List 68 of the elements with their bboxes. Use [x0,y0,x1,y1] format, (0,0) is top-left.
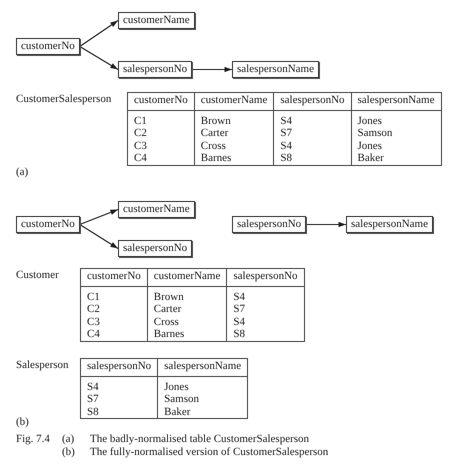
table-name: CustomerSalesperson [16,93,112,106]
table-cell: S4 [274,140,352,152]
attribute-box: customerNo [16,38,80,55]
table-cell: S8 [274,152,352,165]
table-cell: Carter [194,127,274,140]
attribute-box: salespersonNo [118,240,192,257]
table-cell: Brown [194,110,274,127]
table-cell: S4 [274,110,352,127]
panel-label: (a) [16,166,28,179]
caption-text: The fully-normalised version of CustomerSalesperson [90,446,328,459]
table-cell: S4 [226,286,304,303]
table-cell: Barnes [194,152,274,165]
arrow [79,224,118,249]
table-cell: Barnes [147,328,227,341]
column-header: customerName [194,92,274,110]
arrow [306,222,346,228]
table-name: Salesperson [16,359,69,372]
caption-text: The badly-normalised table CustomerSalesperson [90,433,310,446]
panel-label: (a) [62,433,74,446]
table-cell: S7 [80,393,158,406]
attribute-box: salespersonName [346,216,433,233]
attribute-box: salespersonNo [118,61,192,78]
column-header: salespersonName [158,358,248,376]
table-cell: C2 [80,303,148,316]
table-cell: S7 [274,127,352,140]
table-cell: C4 [80,328,148,341]
column-header: salespersonNo [80,358,158,376]
attribute-box: salespersonNo [232,216,306,233]
table-cell: Baker [158,406,248,418]
table-cell: C3 [80,316,148,328]
arrow [192,66,232,72]
panel-label: (b) [16,416,29,429]
column-header: salespersonNo [226,268,304,286]
table-cell: S4 [226,316,304,328]
table-cell: Brown [147,286,227,303]
table-cell: Cross [147,316,227,328]
column-header: customerNo [128,92,194,110]
table-cell: S8 [226,328,304,341]
table-cell: Jones [158,376,248,393]
table-cell: Samson [351,127,441,140]
attribute-box: customerName [118,201,195,218]
column-header: customerNo [80,268,148,286]
table-cell: S8 [80,406,158,418]
attribute-box: salespersonName [232,61,319,78]
column-header: customerName [147,268,227,286]
figure-number: Fig. 7.4 [16,433,50,446]
attribute-box: customerName [118,12,195,29]
table-name: Customer [16,269,59,282]
panel-label: (b) [62,446,75,459]
table-cell: Samson [158,393,248,406]
table-cell: Jones [351,140,441,152]
table-cell: C1 [80,286,148,303]
arrow [79,46,118,70]
table-cell: Cross [194,140,274,152]
attribute-box: customerNo [16,216,80,233]
table-cell: S7 [226,303,304,316]
table-cell: Carter [147,303,227,316]
arrow [80,208,118,226]
table-cell: C3 [128,140,194,152]
table-cell: Jones [351,110,441,127]
column-header: salespersonName [351,92,441,110]
table-cell: S4 [80,376,158,393]
table-cell: C2 [128,127,194,140]
table-cell: C4 [128,152,194,165]
table-cell: Baker [351,152,441,165]
table-cell: C1 [128,110,194,127]
arrow [79,20,118,47]
column-header: salespersonNo [274,92,352,110]
